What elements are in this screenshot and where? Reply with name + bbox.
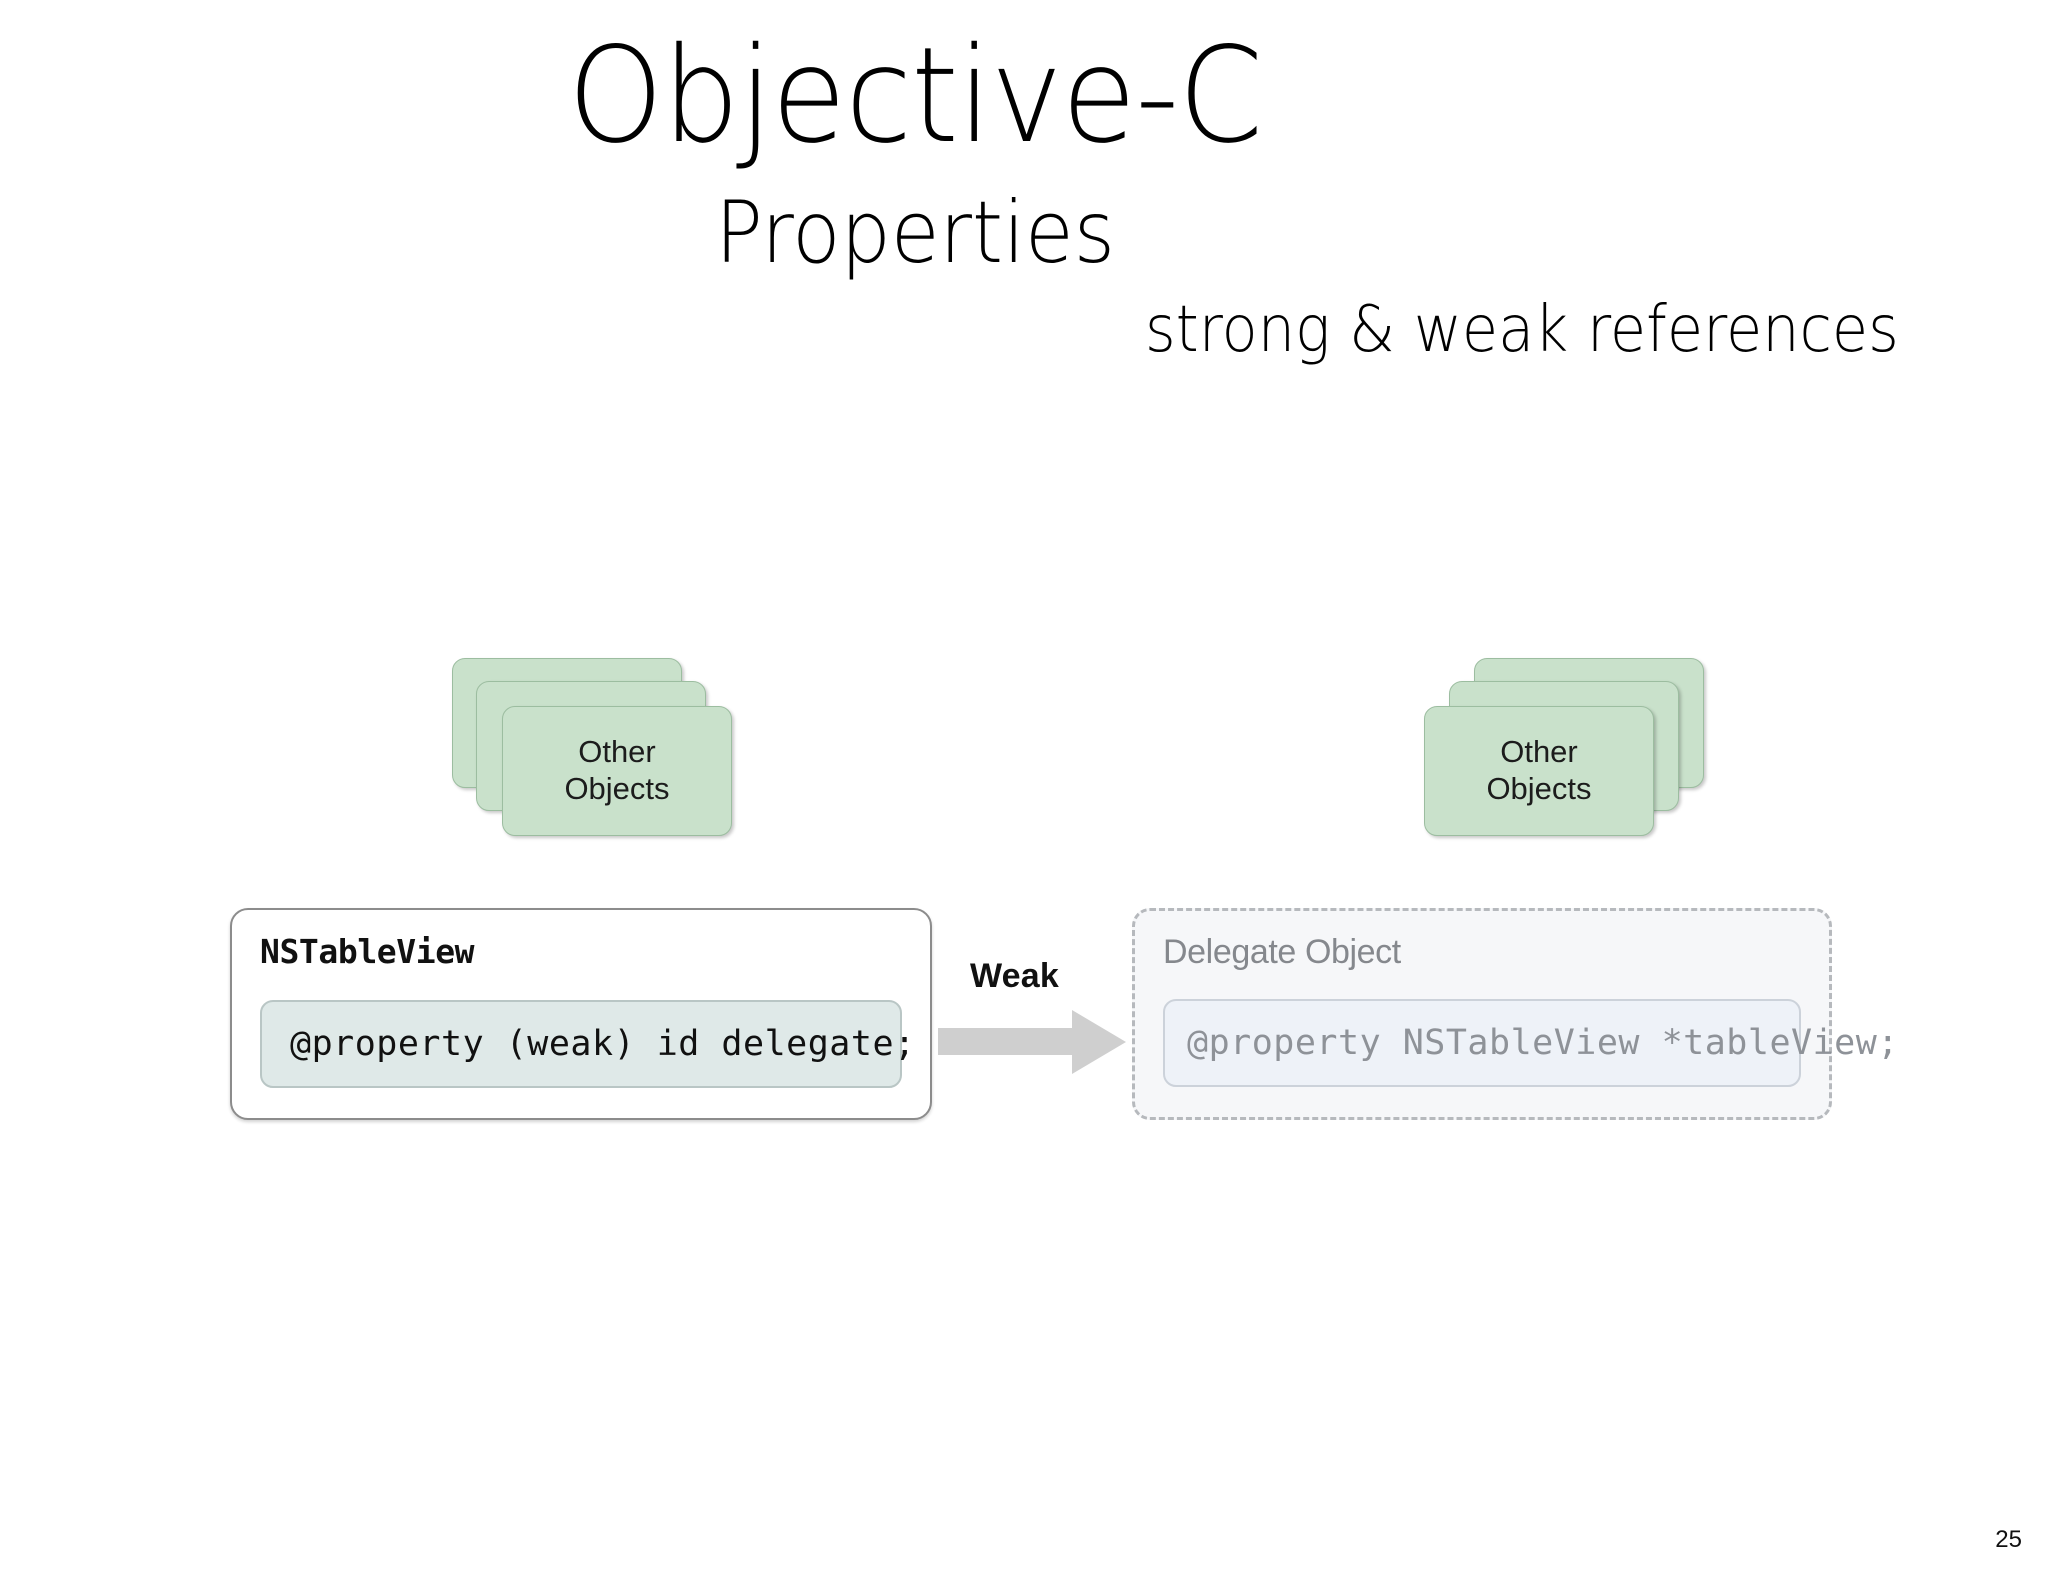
delegate-object-title: Delegate Object bbox=[1163, 933, 1401, 971]
other-objects-stack-right: Other Objects bbox=[1424, 658, 1724, 838]
other-objects-label: Other Objects bbox=[564, 734, 669, 807]
other-objects-label-line2: Objects bbox=[564, 771, 670, 806]
weak-arrow-label: Weak bbox=[970, 957, 1060, 995]
other-objects-label-line2: Objects bbox=[1486, 771, 1592, 806]
page-subtitle: Properties bbox=[715, 183, 1115, 283]
page-tagline: strong & weak references bbox=[1145, 293, 1899, 367]
arrow-head-icon bbox=[1072, 1010, 1126, 1074]
other-objects-card-front: Other Objects bbox=[502, 706, 732, 836]
other-objects-label-line1: Other bbox=[578, 734, 656, 770]
other-objects-label: Other Objects bbox=[1486, 734, 1591, 807]
page-title: Objective-C bbox=[567, 19, 1263, 173]
delegate-property-box: @property NSTableView *tableView; bbox=[1163, 999, 1898, 1087]
other-objects-label-line1: Other bbox=[1500, 734, 1578, 770]
delegate-object-box: Delegate Object @property NSTableView *t… bbox=[1132, 908, 1898, 1120]
arrow-shaft bbox=[938, 1028, 1074, 1055]
page-number: 25 bbox=[1995, 1526, 2022, 1553]
other-objects-card-front: Other Objects bbox=[1424, 706, 1654, 836]
nstableview-property-code: @property (weak) id delegate; bbox=[290, 1024, 916, 1064]
nstableview-title: NSTableView bbox=[260, 932, 475, 971]
delegate-property-code: @property NSTableView *tableView; bbox=[1187, 1023, 1899, 1063]
other-objects-stack-left: Other Objects bbox=[452, 658, 752, 838]
nstableview-property-box: @property (weak) id delegate; bbox=[260, 1000, 915, 1088]
nstableview-object-box: NSTableView @property (weak) id delegate… bbox=[230, 908, 932, 1120]
weak-arrow bbox=[938, 1010, 1138, 1074]
